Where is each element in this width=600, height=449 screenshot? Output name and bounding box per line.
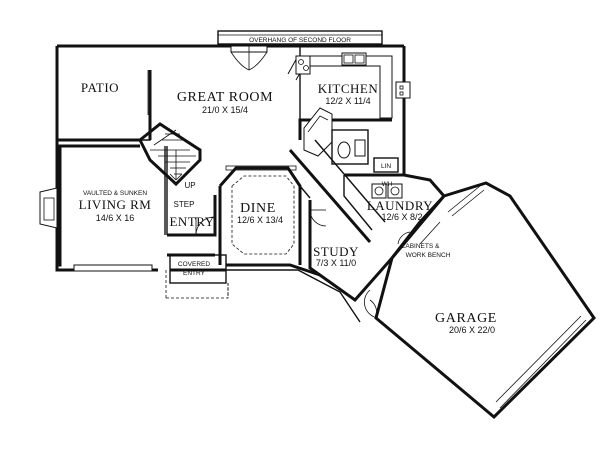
- covered-entry-line2: ENTRY: [183, 270, 206, 277]
- study-door-swing: [309, 209, 327, 227]
- garage-label: GARAGE: [435, 311, 497, 326]
- covered-entry-line1: COVERED: [178, 261, 210, 268]
- linen-closet: [373, 157, 399, 173]
- kitchen-island: [303, 107, 333, 157]
- covered-entry: [165, 254, 229, 298]
- living-note: VAULTED & SUNKEN: [83, 190, 147, 197]
- stair-up-label: UP: [184, 181, 195, 190]
- living-room-label: LIVING RM: [79, 197, 152, 212]
- kitchen-label: KITCHEN: [318, 81, 379, 96]
- fireplace-icon: [43, 197, 55, 221]
- entry-label: ENTRY: [169, 214, 214, 229]
- laundry-size: 12/6 X 8/2: [381, 212, 422, 222]
- great-room-label: GREAT ROOM: [177, 90, 273, 105]
- garage-note-2: WORK BENCH: [406, 252, 451, 259]
- patio-label: PATIO: [81, 80, 119, 95]
- powder-room: [331, 129, 369, 165]
- toilet-icon: [337, 141, 351, 159]
- range-icon: [295, 55, 311, 75]
- living-room-size: 14/6 X 16: [96, 213, 135, 223]
- dine-room: [218, 165, 302, 265]
- gallery-walls: [288, 139, 386, 243]
- overhang-label: OVERHANG OF SECOND FLOOR: [249, 37, 351, 44]
- kitchen-sink-icon: [341, 52, 367, 66]
- garage: [369, 181, 596, 420]
- great-room-size: 21/0 X 15/4: [202, 105, 248, 115]
- study-label: STUDY: [313, 244, 359, 259]
- overhang-outline: [217, 30, 383, 45]
- garage-note-1: CABINETS &: [401, 243, 440, 250]
- washer-icon: [371, 183, 387, 199]
- vanity-icon: [354, 139, 366, 157]
- kitchen-size: 12/2 X 11/4: [325, 96, 370, 106]
- stair: [138, 122, 202, 187]
- study-room: [308, 200, 394, 319]
- linen-label: LIN: [381, 163, 391, 170]
- dine-size: 12/6 X 13/4: [237, 215, 283, 225]
- dryer-icon: [387, 183, 403, 199]
- fridge-icon: [395, 81, 411, 99]
- wh-label: WH: [382, 181, 393, 188]
- front-porch-outline: [166, 269, 361, 323]
- garage-size: 20/6 X 22/0: [449, 325, 495, 335]
- study-size: 7/3 X 11/0: [316, 258, 356, 268]
- step-label: STEP: [174, 200, 195, 209]
- living-room-walls: [39, 144, 168, 272]
- dine-label: DINE: [240, 201, 276, 216]
- great-room-window: [230, 45, 268, 71]
- laundry-label: LAUNDRY: [367, 198, 433, 213]
